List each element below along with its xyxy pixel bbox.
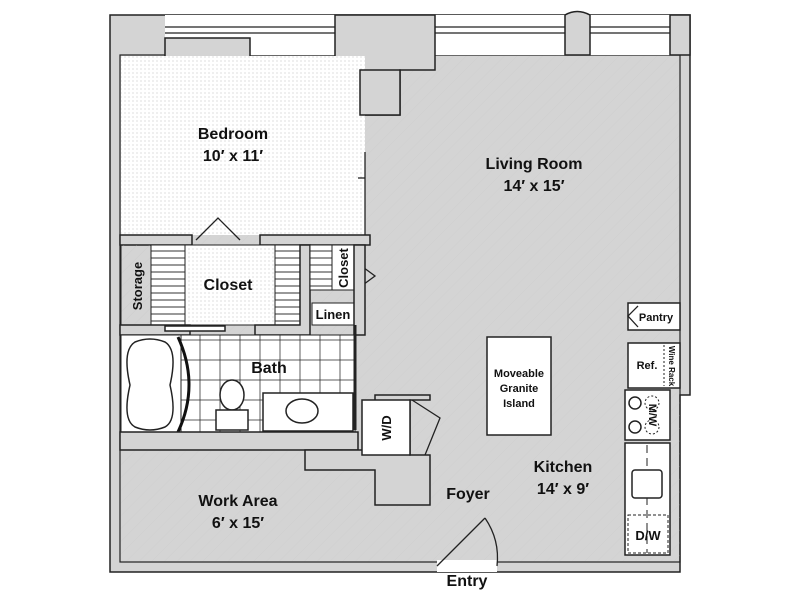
living-room-size: 14′ x 15′: [503, 178, 564, 195]
granite-island: [486, 336, 552, 436]
work-area-size: 6′ x 15′: [212, 515, 264, 532]
closet-label: Closet: [204, 277, 254, 294]
refrigerator: [627, 342, 681, 389]
storage-label: Storage: [130, 262, 145, 310]
pantry-label: Pantry: [639, 312, 674, 324]
island-label: Granite: [500, 383, 539, 395]
bedroom-label: Bedroom: [198, 126, 268, 143]
living-room-label: Living Room: [486, 156, 583, 173]
kitchen-label: Kitchen: [534, 459, 593, 476]
work-area-label: Work Area: [198, 493, 277, 510]
bathtub-icon: [126, 338, 174, 431]
kitchen-size: 14′ x 9′: [537, 481, 589, 498]
refrigerator-label: Ref.: [637, 360, 658, 372]
washer-dryer: [361, 399, 411, 456]
bedroom-size: 10′ x 11′: [203, 148, 263, 165]
bath-label: Bath: [251, 360, 287, 377]
entry-label: Entry: [447, 573, 488, 590]
foyer-label: Foyer: [446, 486, 490, 503]
toilet-icon: [219, 379, 245, 411]
wine-rack-label: Wine Rack: [667, 346, 676, 387]
sink-icon: [285, 398, 319, 424]
microwave-label: M/W: [646, 404, 658, 427]
small-closet-label: Closet: [336, 247, 351, 287]
linen-label: Linen: [316, 307, 351, 322]
island-label: Island: [503, 398, 535, 410]
dishwasher-label: D/W: [635, 528, 661, 543]
bedroom-floor: [121, 56, 365, 235]
closet-door-swing: [195, 217, 241, 241]
washer-dryer-label: W/D: [379, 415, 394, 440]
island-label: Moveable: [494, 368, 544, 380]
